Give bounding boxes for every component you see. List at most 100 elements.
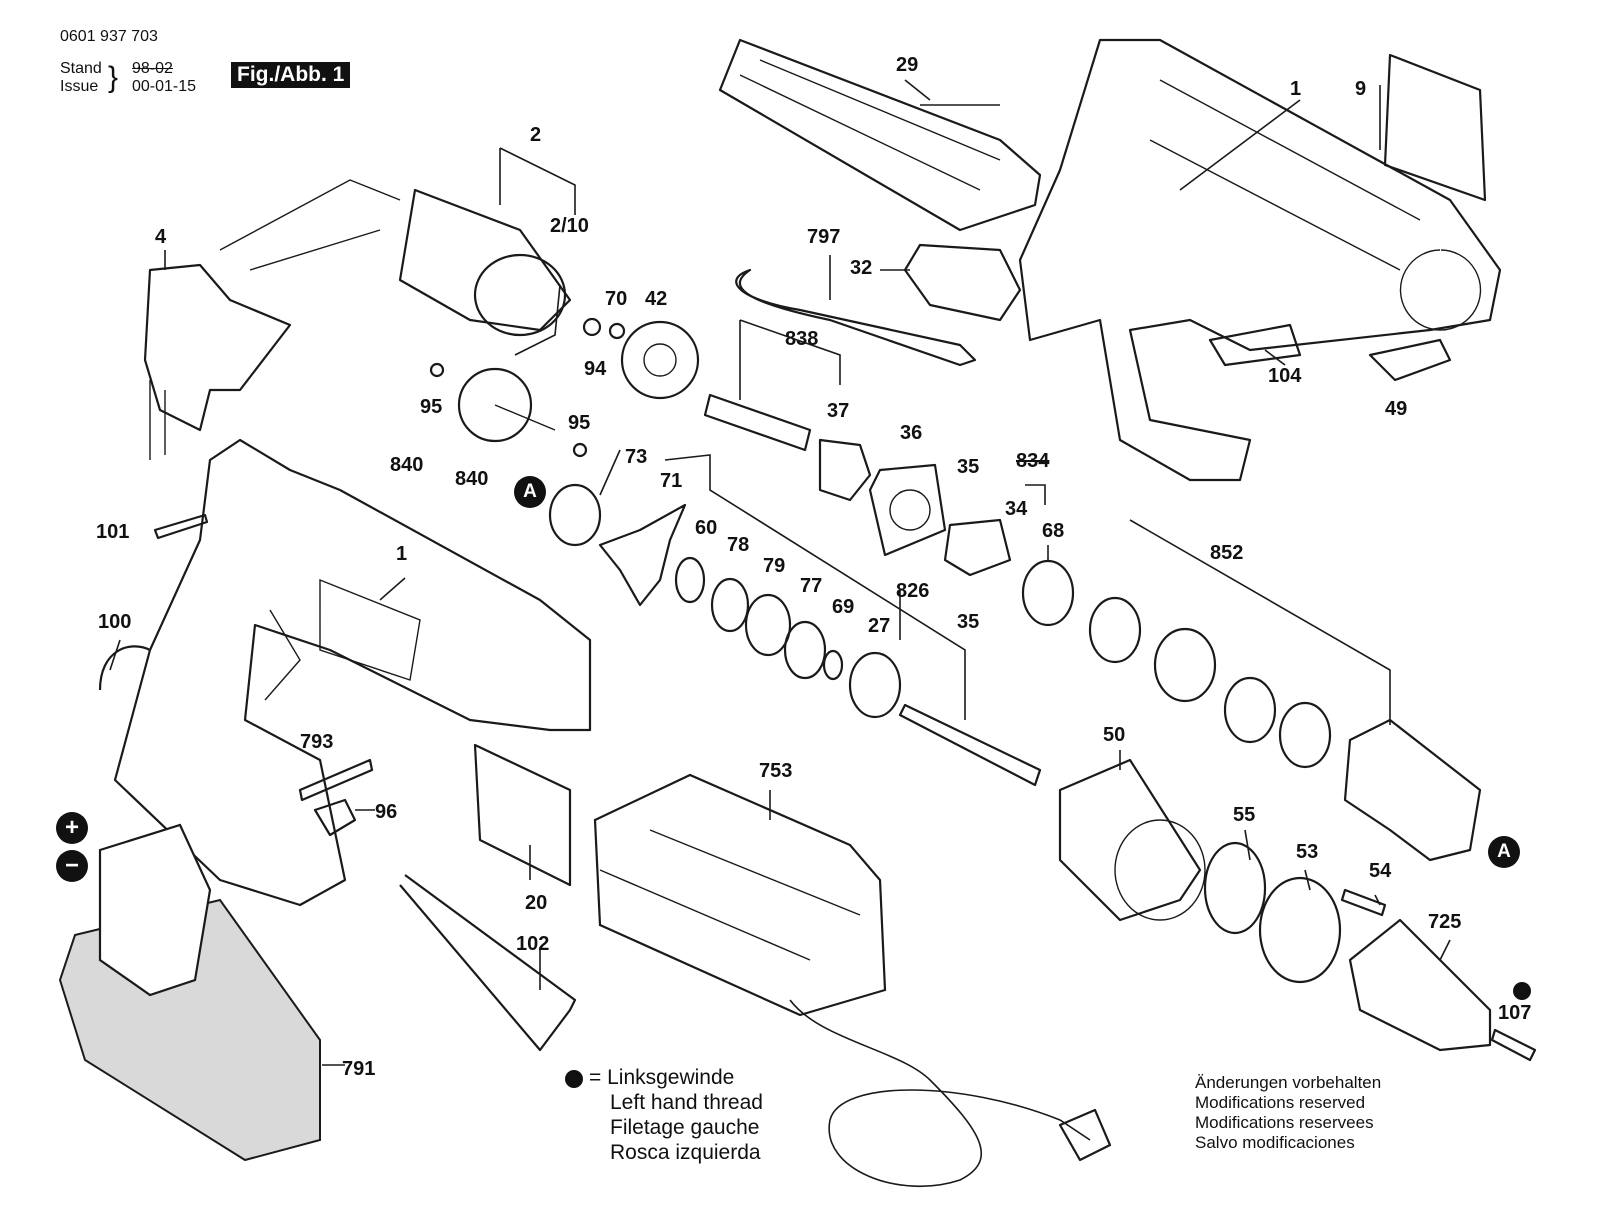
part-107-screw [1490,1028,1537,1062]
part-1-housing-right [1018,38,1502,482]
label-73: 73 [625,446,648,468]
label-77: 77 [800,575,823,597]
part-753-charger [593,773,887,1017]
part-78-washer [710,577,750,633]
part-49-latch [1368,338,1452,382]
label-53: 53 [1296,841,1319,863]
legend-bullet-icon [565,1070,583,1088]
part-68-bearing [1021,559,1075,627]
label-104: 104 [1268,365,1302,387]
label-791: 791 [342,1058,376,1080]
part-826-shaft [898,703,1042,787]
part-102-wire [399,874,577,1052]
part-69-circlip [822,649,844,681]
label-797: 797 [807,226,841,248]
part-9-label [1383,53,1487,202]
notice-line-de: Änderungen vorbehalten [1195,1073,1382,1092]
part-29-cover [718,38,1042,232]
part-101-screw [153,513,209,540]
label-34: 34 [1005,498,1028,520]
part-797-strap [735,268,977,367]
label-793: 793 [300,731,334,753]
part-50-sleeve [1058,758,1202,922]
label-50: 50 [1103,724,1126,746]
label-852: 852 [1210,542,1244,564]
label-54: 54 [1369,860,1392,882]
minus-terminal-icon: − [56,850,88,882]
stand-label: Stand [60,60,102,77]
label-725: 725 [1428,911,1462,933]
label-95-right: 95 [568,412,591,434]
label-27: 27 [868,615,891,637]
label-70: 70 [605,288,628,310]
part-36-bearing-plate [868,463,947,557]
part-1-housing-left [113,438,592,907]
part-55-ring [1203,841,1267,935]
label-834: 834 [1016,450,1050,472]
label-94: 94 [584,358,607,380]
label-9: 9 [1355,78,1367,100]
label-1-right: 1 [1290,78,1302,100]
figure-label: Fig./Abb. 1 [231,62,351,88]
part-79-bearing [744,593,792,657]
old-date: 98-02 [132,60,173,77]
label-753: 753 [759,760,793,782]
part-37-coupling [818,438,872,502]
label-102: 102 [516,933,550,955]
label-35-top: 35 [957,456,980,478]
part-2-motor [398,188,572,332]
label-101: 101 [96,521,130,543]
legend-line-de: = Linksgewinde [589,1066,735,1089]
label-37: 37 [827,400,850,422]
label-78: 78 [727,534,750,556]
part-104-board [1208,323,1302,367]
label-60: 60 [695,517,718,539]
label-79: 79 [763,555,786,577]
part-852-gear-housing [1343,718,1482,862]
part-54-screw [1340,888,1387,917]
part-71-carrier [598,503,687,607]
label-95-left: 95 [420,396,443,418]
issue-label: Issue [60,78,99,95]
label-68: 68 [1042,520,1065,542]
part-840-gear [457,367,533,443]
label-32: 32 [850,257,873,279]
part-number: 0601 937 703 [60,28,158,45]
issue-date: 00-01-15 [132,78,197,95]
part-4-switch [143,263,292,432]
label-36: 36 [900,422,923,444]
label-2: 2 [530,124,542,146]
label-20: 20 [525,892,548,914]
label-96: 96 [375,801,398,823]
part-838-spindle [703,393,812,452]
part-725-chuck [1348,918,1492,1052]
part-77-washer [783,620,827,680]
part-42-gear [620,320,700,400]
label-840-left: 840 [390,454,424,476]
notice-line-es: Salvo modificaciones [1195,1133,1355,1152]
legend-line-en: Left hand thread [610,1091,763,1114]
part-100-clip [98,645,151,691]
part-96-holder [313,798,357,837]
label-4: 4 [155,226,167,248]
legend-line-es: Rosca izquierda [610,1141,761,1164]
label-100: 100 [98,611,132,633]
brace-icon: } [108,61,119,94]
label-1-left: 1 [396,543,408,565]
reference-a-badge: A [514,476,546,508]
part-20-label [473,743,572,887]
label-71: 71 [660,470,683,492]
notice-line-fr: Modifications reservees [1195,1113,1374,1132]
label-49: 49 [1385,398,1408,420]
label-838: 838 [785,328,819,350]
label-826: 826 [896,580,930,602]
label-840-right: 840 [455,468,489,490]
part-60-spring [674,556,706,604]
part-27-bearing [848,651,902,719]
label-2-10: 2/10 [550,215,589,237]
label-42: 42 [645,288,668,310]
label-107: 107 [1498,1002,1532,1024]
plus-terminal-icon: + [56,812,88,844]
notice-line-en: Modifications reserved [1195,1093,1366,1112]
left-hand-thread-marker-icon [1513,982,1531,1000]
